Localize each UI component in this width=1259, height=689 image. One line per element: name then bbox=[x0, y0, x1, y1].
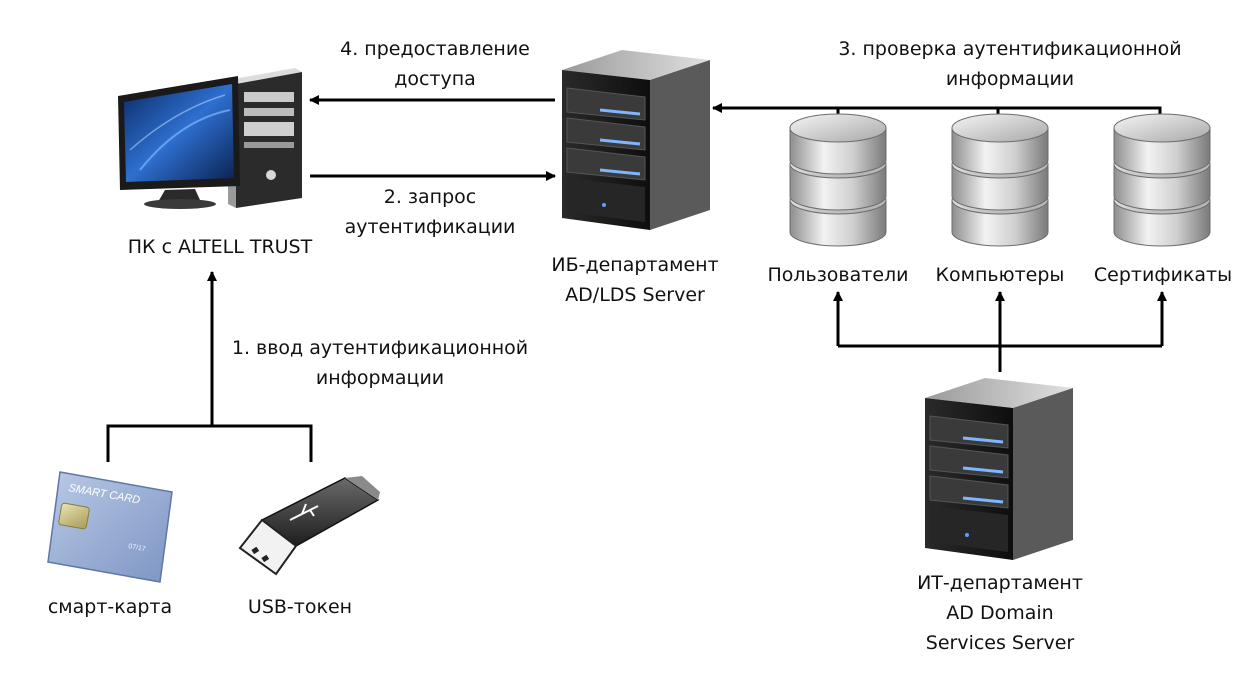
edge-it-bracket bbox=[838, 344, 1162, 372]
step3-label-line1: 3. проверка аутентификационной bbox=[838, 38, 1182, 60]
step2-label-line1: 2. запрос bbox=[383, 186, 477, 208]
step4-label-line1: 4. предоставление bbox=[340, 38, 530, 60]
usb-token-icon bbox=[238, 476, 380, 576]
step1-label-line1: 1. ввод аутентификационной bbox=[231, 337, 529, 359]
step2-label: 2. запрос аутентификации bbox=[320, 182, 540, 242]
it-server-icon bbox=[925, 378, 1073, 560]
usb-token-label: USB-токен bbox=[247, 596, 353, 618]
step3-label-line2: информации bbox=[945, 68, 1075, 90]
ib-server-label-line2: AD/LDS Server bbox=[565, 284, 705, 306]
db-certs-icon bbox=[1113, 113, 1211, 247]
step1-label-line2: информации bbox=[315, 367, 445, 389]
db-computers-icon bbox=[951, 113, 1049, 247]
step4-label: 4. предоставление доступа bbox=[320, 34, 550, 94]
smart-card-number: 07/17 bbox=[128, 543, 147, 553]
smart-card-icon: SMART CARD 07/17 bbox=[47, 471, 173, 583]
pc-label: ПК с ALTELL TRUST bbox=[127, 236, 313, 258]
pc-icon bbox=[118, 68, 302, 209]
db-certs-label: Сертификаты bbox=[1093, 264, 1233, 286]
db-computers-label: Компьютеры bbox=[935, 264, 1065, 286]
databases bbox=[789, 113, 1211, 247]
smart-card-label: смарт-карта bbox=[47, 596, 173, 618]
it-server-label-line3: Services Server bbox=[925, 632, 1075, 654]
ib-server-label-line1: ИБ-департамент bbox=[551, 254, 719, 276]
it-server-label-line2: AD Domain bbox=[946, 602, 1054, 624]
edge-step1-bracket bbox=[106, 424, 313, 462]
step4-label-line2: доступа bbox=[394, 68, 476, 90]
step1-label: 1. ввод аутентификационной информации bbox=[215, 333, 545, 393]
db-users-icon bbox=[789, 113, 887, 247]
it-server-label-line1: ИТ-департамент bbox=[917, 572, 1083, 594]
ib-server-label: ИБ-департамент AD/LDS Server bbox=[530, 250, 740, 310]
it-server-label: ИТ-департамент AD Domain Services Server bbox=[900, 568, 1100, 658]
ib-server-icon bbox=[562, 50, 710, 230]
step3-label: 3. проверка аутентификационной информаци… bbox=[810, 34, 1210, 94]
step2-label-line2: аутентификации bbox=[344, 216, 516, 238]
db-users-label: Пользователи bbox=[767, 264, 909, 286]
